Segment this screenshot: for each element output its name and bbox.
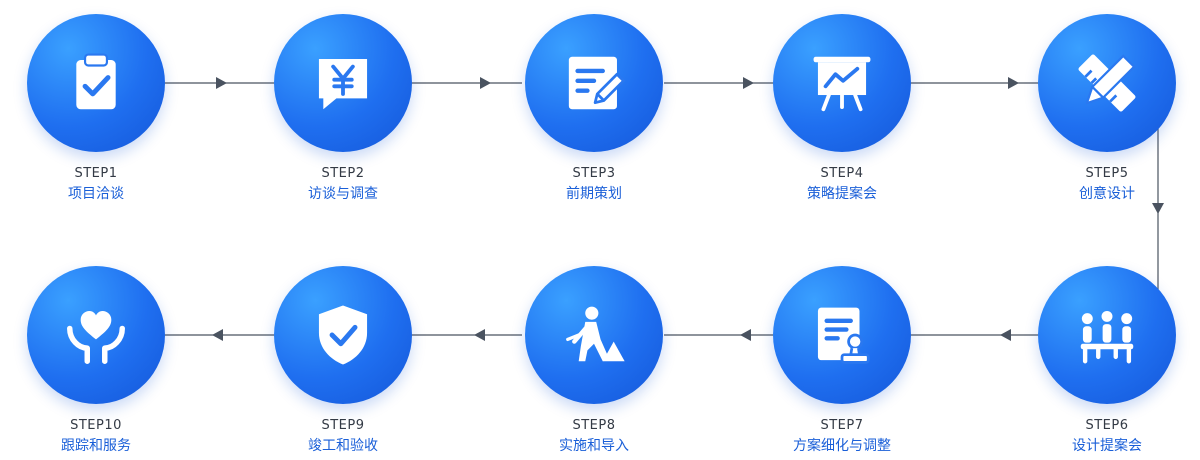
document-edit-icon [568,56,625,110]
document-stamp-icon [817,307,870,364]
step-name: 跟踪和服务 [61,438,131,454]
step-code: STEP1 [74,166,118,181]
arrow-right-icon [1008,77,1019,89]
step-name: 设计提案会 [1072,438,1142,454]
step-circle [525,14,663,152]
arrow-left-icon [212,329,223,341]
step-8: STEP8 实施和导入 [509,266,679,455]
step-circle [1038,266,1176,404]
step-5: STEP5 创意设计 [1022,14,1192,203]
arrow-down-icon [1152,203,1164,214]
ruler-pencil-icon [1078,54,1136,112]
step-code: STEP5 [1085,166,1129,181]
step-name: 策略提案会 [807,186,877,202]
step-7: STEP7 方案细化与调整 [757,266,927,455]
step-6: STEP6 设计提案会 [1022,266,1192,455]
step-9: STEP9 竣工和验收 [258,266,428,455]
arrow-right-icon [480,77,491,89]
step-name: 方案细化与调整 [793,438,891,454]
step-3: STEP3 前期策划 [509,14,679,203]
step-code: STEP9 [321,418,365,433]
shield-check-icon [318,305,368,365]
step-10: STEP10 跟踪和服务 [11,266,181,455]
arrow-right-icon [743,77,754,89]
step-circle [773,266,911,404]
step-4: STEP4 策略提案会 [757,14,927,203]
arrow-right-icon [216,77,227,89]
arrow-left-icon [474,329,485,341]
step-name: 实施和导入 [559,438,629,454]
step-name: 访谈与调查 [308,186,378,202]
step-2: STEP2 访谈与调查 [258,14,428,203]
step-name: 创意设计 [1079,186,1135,202]
construction-worker-icon [566,306,625,362]
step-code: STEP7 [820,418,864,433]
step-code: STEP8 [572,418,616,433]
step-circle [274,14,412,152]
step-circle [27,266,165,404]
step-circle [773,14,911,152]
meeting-people-icon [1080,310,1134,364]
step-circle [1038,14,1176,152]
arrow-left-icon [1000,329,1011,341]
step-code: STEP3 [572,166,616,181]
hands-heart-icon [67,310,125,364]
step-circle [525,266,663,404]
step-name: 竣工和验收 [308,438,378,454]
step-code: STEP4 [820,166,864,181]
step-name: 项目洽谈 [68,186,124,202]
step-code: STEP10 [70,418,122,433]
step-code: STEP6 [1085,418,1129,433]
step-1: STEP1 项目洽谈 [11,14,181,203]
step-circle [274,266,412,404]
arrow-left-icon [740,329,751,341]
clipboard-check-icon [76,53,116,110]
step-circle [27,14,165,152]
presentation-board-icon [813,56,871,112]
step-code: STEP2 [321,166,365,181]
yuan-chat-icon [318,58,368,110]
step-name: 前期策划 [566,186,622,202]
